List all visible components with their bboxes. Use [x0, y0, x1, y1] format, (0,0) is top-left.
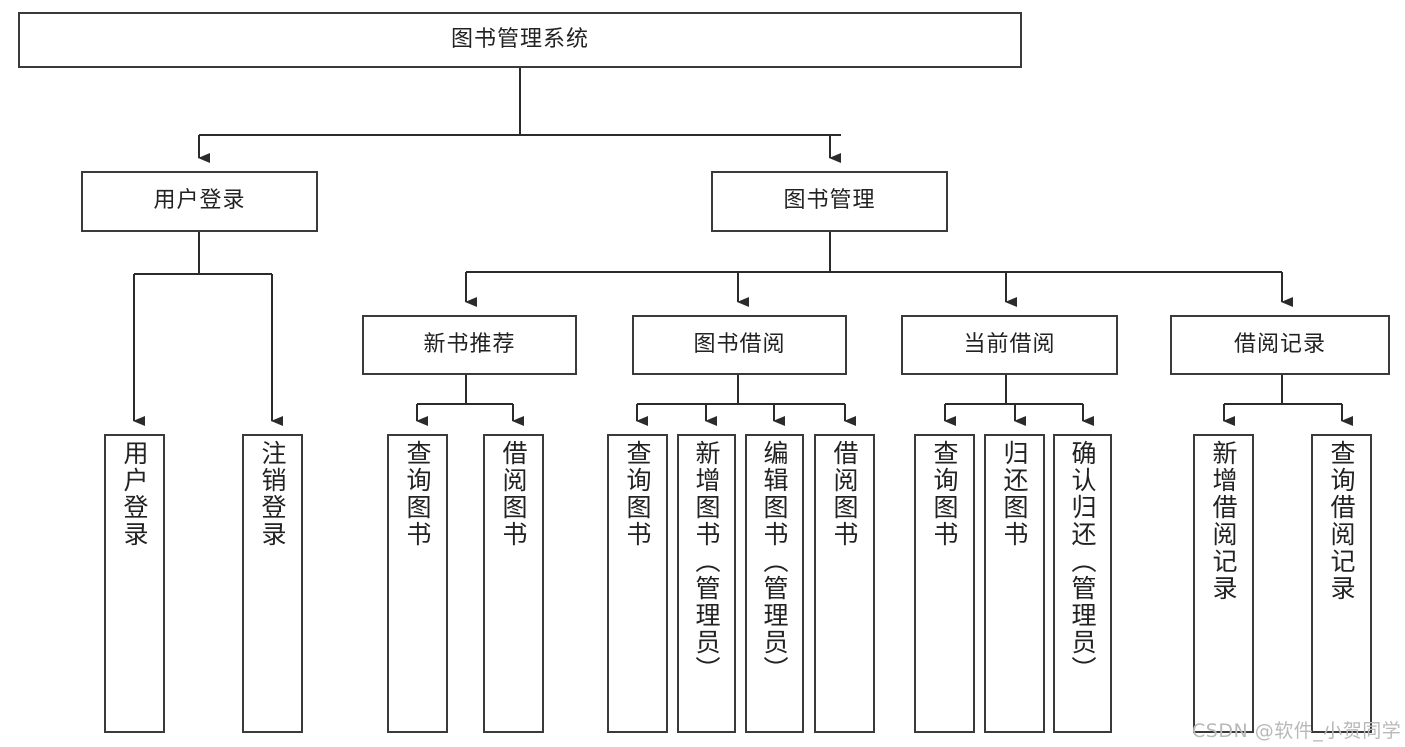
node-current-borrow[interactable]: 当前借阅	[901, 315, 1118, 375]
node-cb-query-book-label: 查询图书	[930, 440, 959, 548]
node-bb-add-book[interactable]: 新增图书（管理员）	[677, 434, 736, 733]
node-borrow-record-label: 借阅记录	[1233, 331, 1326, 357]
csdn-watermark: CSDN @软件_小贺同学	[1192, 720, 1402, 742]
node-nbr-query-book[interactable]: 查询图书	[387, 434, 448, 733]
node-br-add-record-label: 新增借阅记录	[1209, 440, 1238, 602]
node-nbr-query-book-label: 查询图书	[403, 440, 432, 548]
node-cb-confirm-return[interactable]: 确认归还（管理员）	[1053, 434, 1112, 733]
node-root-label: 图书管理系统	[450, 26, 589, 52]
node-book-borrow-label: 图书借阅	[693, 331, 786, 357]
node-user-login-do-label: 用户登录	[120, 440, 149, 548]
node-book-management-label: 图书管理	[783, 188, 876, 214]
node-br-query-record-label: 查询借阅记录	[1327, 440, 1356, 602]
node-user-login-do[interactable]: 用户登录	[104, 434, 165, 733]
node-bb-query-book[interactable]: 查询图书	[607, 434, 668, 733]
node-bb-edit-book[interactable]: 编辑图书（管理员）	[745, 434, 804, 733]
node-book-borrow[interactable]: 图书借阅	[632, 315, 847, 375]
node-user-logout-label: 注销登录	[258, 440, 287, 548]
node-bb-borrow-book[interactable]: 借阅图书	[814, 434, 875, 733]
node-book-management[interactable]: 图书管理	[711, 171, 948, 232]
node-user-logout[interactable]: 注销登录	[242, 434, 303, 733]
node-nbr-borrow-book[interactable]: 借阅图书	[483, 434, 544, 733]
node-current-borrow-label: 当前借阅	[963, 331, 1056, 357]
node-nbr-borrow-book-label: 借阅图书	[499, 440, 528, 548]
node-cb-return-book-label: 归还图书	[1000, 440, 1029, 548]
node-bb-query-book-label: 查询图书	[623, 440, 652, 548]
node-bb-add-book-label: 新增图书（管理员）	[692, 440, 721, 683]
node-borrow-record[interactable]: 借阅记录	[1170, 315, 1390, 375]
node-bb-edit-book-label: 编辑图书（管理员）	[760, 440, 789, 683]
node-br-query-record[interactable]: 查询借阅记录	[1311, 434, 1372, 733]
node-br-add-record[interactable]: 新增借阅记录	[1193, 434, 1254, 733]
node-bb-borrow-book-label: 借阅图书	[830, 440, 859, 548]
node-cb-query-book[interactable]: 查询图书	[914, 434, 975, 733]
node-cb-return-book[interactable]: 归还图书	[984, 434, 1045, 733]
node-new-book-recommend[interactable]: 新书推荐	[362, 315, 577, 375]
node-new-book-recommend-label: 新书推荐	[423, 331, 516, 357]
node-cb-confirm-return-label: 确认归还（管理员）	[1068, 440, 1097, 683]
node-root[interactable]: 图书管理系统	[18, 12, 1022, 68]
node-user-login-label: 用户登录	[153, 188, 246, 214]
node-user-login[interactable]: 用户登录	[81, 171, 318, 232]
